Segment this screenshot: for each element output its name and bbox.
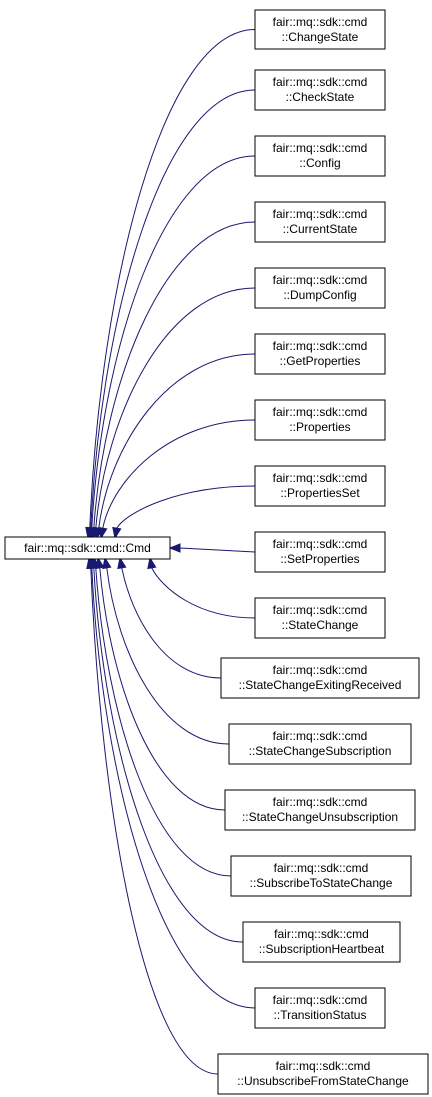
derived-class-box[interactable] <box>228 723 412 765</box>
derived-class-name-label: ::PropertiesSet <box>280 486 360 500</box>
derived-class-name-label: ::SetProperties <box>280 552 359 566</box>
derived-class-name-label: ::StateChangeUnsubscription <box>242 810 398 824</box>
derived-class-node[interactable]: fair::mq::sdk::cmd::GetProperties <box>254 333 386 375</box>
derived-class-box[interactable] <box>254 597 386 639</box>
derived-class-namespace-label: fair::mq::sdk::cmd <box>273 993 368 1007</box>
derived-class-namespace-label: fair::mq::sdk::cmd <box>273 663 368 677</box>
derived-class-namespace-label: fair::mq::sdk::cmd <box>273 15 368 29</box>
inheritance-edge <box>87 155 256 540</box>
derived-class-namespace-label: fair::mq::sdk::cmd <box>274 861 369 875</box>
base-class-node[interactable]: fair::mq::sdk::cmd::Cmd <box>4 536 171 560</box>
derived-class-node[interactable]: fair::mq::sdk::cmd::Properties <box>254 399 386 441</box>
derived-class-name-label: ::Properties <box>289 420 350 434</box>
derived-class-namespace-label: fair::mq::sdk::cmd <box>273 405 368 419</box>
derived-class-name-label: ::Config <box>299 156 340 170</box>
inheritance-edge <box>95 556 226 811</box>
derived-class-node[interactable]: fair::mq::sdk::cmd::SubscribeToStateChan… <box>230 855 412 897</box>
derived-class-box[interactable] <box>220 657 420 699</box>
derived-class-name-label: ::StateChangeSubscription <box>249 744 392 758</box>
derived-class-node[interactable]: fair::mq::sdk::cmd::CheckState <box>254 69 386 111</box>
inheritance-edge <box>168 543 256 553</box>
derived-class-box[interactable] <box>254 9 386 50</box>
derived-class-box[interactable] <box>254 267 386 309</box>
derived-class-node[interactable]: fair::mq::sdk::cmd::CurrentState <box>254 201 386 243</box>
base-class-label: fair::mq::sdk::cmd::Cmd <box>24 541 151 555</box>
derived-class-name-label: ::GetProperties <box>280 354 361 368</box>
derived-class-namespace-label: fair::mq::sdk::cmd <box>273 603 368 617</box>
derived-class-namespace-label: fair::mq::sdk::cmd <box>273 141 368 155</box>
derived-class-box[interactable] <box>242 921 401 963</box>
derived-class-namespace-label: fair::mq::sdk::cmd <box>274 927 369 941</box>
derived-class-node[interactable]: fair::mq::sdk::cmd::UnsubscribeFromState… <box>217 1053 429 1095</box>
derived-class-name-label: ::CheckState <box>286 90 355 104</box>
derived-class-name-label: ::DumpConfig <box>283 288 356 302</box>
derived-class-name-label: ::ChangeState <box>282 30 359 44</box>
derived-class-name-label: ::StateChangeExitingReceived <box>239 678 402 692</box>
derived-class-node[interactable]: fair::mq::sdk::cmd::SubscriptionHeartbea… <box>242 921 401 963</box>
derived-class-node[interactable]: fair::mq::sdk::cmd::StateChangeUnsubscri… <box>224 789 416 831</box>
derived-class-box[interactable] <box>254 201 386 243</box>
derived-class-box[interactable] <box>254 333 386 375</box>
derived-class-namespace-label: fair::mq::sdk::cmd <box>273 729 368 743</box>
derived-class-node[interactable]: fair::mq::sdk::cmd::Config <box>254 135 386 177</box>
derived-class-node[interactable]: fair::mq::sdk::cmd::StateChangeSubscript… <box>228 723 412 765</box>
derived-class-node[interactable]: fair::mq::sdk::cmd::DumpConfig <box>254 267 386 309</box>
derived-class-name-label: ::SubscriptionHeartbeat <box>259 942 385 956</box>
inheritance-edge <box>112 485 256 540</box>
inheritance-edge <box>86 556 219 1075</box>
derived-class-box[interactable] <box>254 69 386 111</box>
derived-class-box[interactable] <box>254 987 386 1029</box>
inheritance-edge <box>89 221 256 540</box>
derived-class-namespace-label: fair::mq::sdk::cmd <box>273 273 368 287</box>
derived-class-box[interactable] <box>254 531 386 573</box>
derived-class-box[interactable] <box>254 465 386 507</box>
derived-class-name-label: ::CurrentState <box>283 222 358 236</box>
derived-class-box[interactable] <box>224 789 416 831</box>
inheritance-edge <box>98 419 256 540</box>
derived-class-node[interactable]: fair::mq::sdk::cmd::StateChange <box>254 597 386 639</box>
inheritance-edges <box>85 29 256 1075</box>
derived-class-node[interactable]: fair::mq::sdk::cmd::TransitionStatus <box>254 987 386 1029</box>
derived-class-name-label: ::StateChange <box>282 618 359 632</box>
inheritance-edge <box>94 353 256 540</box>
derived-class-box[interactable] <box>230 855 412 897</box>
derived-class-namespace-label: fair::mq::sdk::cmd <box>273 207 368 221</box>
derived-class-box[interactable] <box>254 399 386 441</box>
derived-class-name-label: ::UnsubscribeFromStateChange <box>237 1074 409 1088</box>
derived-class-namespace-label: fair::mq::sdk::cmd <box>273 339 368 353</box>
inheritance-edge <box>102 556 230 745</box>
derived-class-namespace-label: fair::mq::sdk::cmd <box>273 471 368 485</box>
inheritance-edge <box>85 29 256 540</box>
derived-class-namespace-label: fair::mq::sdk::cmd <box>276 1059 371 1073</box>
derived-class-node[interactable]: fair::mq::sdk::cmd::StateChangeExitingRe… <box>220 657 420 699</box>
derived-class-namespace-label: fair::mq::sdk::cmd <box>273 75 368 89</box>
inheritance-edge <box>117 556 222 679</box>
derived-class-node[interactable]: fair::mq::sdk::cmd::PropertiesSet <box>254 465 386 507</box>
derived-class-node[interactable]: fair::mq::sdk::cmd::SetProperties <box>254 531 386 573</box>
derived-class-box[interactable] <box>217 1053 429 1095</box>
base-class-box[interactable] <box>4 536 171 560</box>
class-nodes: fair::mq::sdk::cmd::ChangeStatefair::mq:… <box>217 9 429 1095</box>
inheritance-edge <box>147 556 256 619</box>
derived-class-namespace-label: fair::mq::sdk::cmd <box>273 795 368 809</box>
derived-class-box[interactable] <box>254 135 386 177</box>
derived-class-name-label: ::SubscribeToStateChange <box>250 876 393 890</box>
derived-class-node[interactable]: fair::mq::sdk::cmd::ChangeState <box>254 9 386 50</box>
derived-class-namespace-label: fair::mq::sdk::cmd <box>273 537 368 551</box>
derived-class-name-label: ::TransitionStatus <box>274 1008 367 1022</box>
